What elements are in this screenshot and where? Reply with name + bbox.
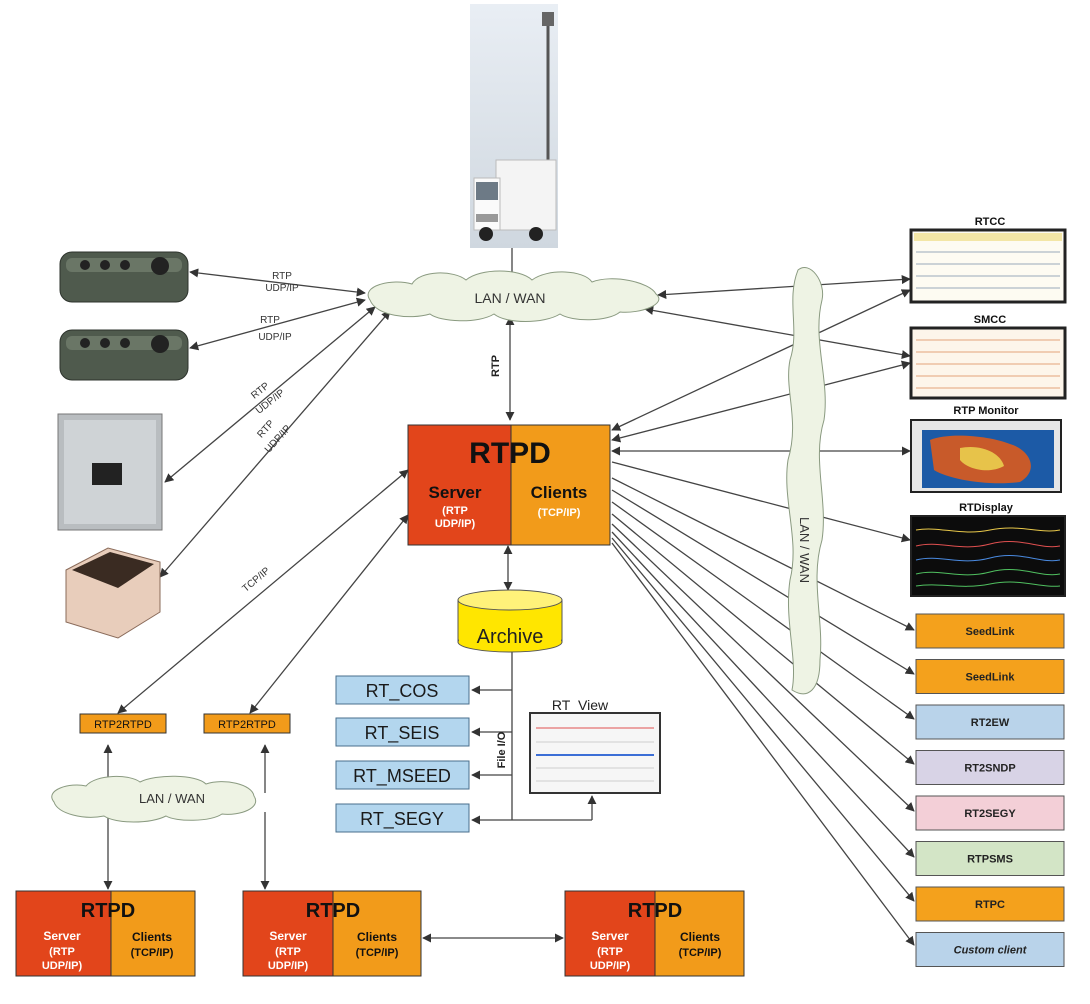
lan-wan-cloud-bottom: LAN / WAN [51, 775, 257, 823]
udp-label-1: UDP/IP [265, 283, 299, 294]
client-label-2: RT2EW [971, 717, 1010, 729]
rtpd-lower-2-clients: Clients [357, 930, 397, 944]
rtpd-lower-3-server-proto-2: UDP/IP) [590, 960, 631, 972]
client-label-7: Custom client [954, 945, 1028, 957]
client-box-3: RT2SNDP [915, 750, 1065, 785]
rt-view-title: RT_View [552, 697, 609, 713]
archive-tools: RT_COS RT_SEIS RT_MSEED RT_SEGY [335, 675, 470, 833]
digitizer-image-2 [59, 329, 189, 381]
rtp-vertical-label: RTP [490, 355, 502, 377]
rtpd-lower-2-clients-proto: (TCP/IP) [356, 947, 399, 959]
rtpd-lower-2-server-proto-1: (RTP [275, 946, 301, 958]
rtp2rtpd-node-2: RTP2RTPD [203, 713, 291, 734]
client-label-0: SeedLink [966, 626, 1016, 638]
rtpd-lower-3-server: Server [591, 929, 629, 943]
rtp2rtpd-node-1: RTP2RTPD [79, 713, 167, 734]
rtp2rtpd-label-1: RTP2RTPD [94, 719, 152, 731]
client-label-3: RT2SNDP [964, 763, 1015, 775]
client-label-1: SeedLink [966, 672, 1016, 684]
rtpd-lower-2-server-proto-2: UDP/IP) [268, 960, 309, 972]
rtpd-lower-1-server-proto-2: UDP/IP) [42, 960, 83, 972]
connection-lines [103, 248, 915, 946]
rtp2rtpd-label-2: RTP2RTPD [218, 719, 276, 731]
rtpd-lower-3-clients: Clients [680, 930, 720, 944]
client-list: SeedLinkSeedLinkRT2EWRT2SNDPRT2SEGYRTPSM… [915, 613, 1065, 967]
lan-wan-label: LAN / WAN [474, 290, 545, 306]
client-box-2: RT2EW [915, 704, 1065, 740]
window-rtdisplay-title: RTDisplay [959, 502, 1014, 514]
lan-wan-cloud-right: LAN / WAN [786, 267, 826, 695]
rtpd-main-clients-label: Clients [531, 483, 588, 502]
window-smcc-title: SMCC [974, 314, 1006, 326]
rtpd-main-title: RTPD [469, 437, 551, 470]
enclosure-image [57, 413, 163, 531]
rtpd-lower-1-title: RTPD [81, 900, 135, 922]
file-io-label: File I/O [496, 731, 508, 768]
rtpd-lower-1-server-proto-1: (RTP [49, 946, 75, 958]
rt-view-window: RT_View [529, 697, 661, 794]
client-label-5: RTPSMS [967, 854, 1013, 866]
lan-wan-vertical-label: LAN / WAN [797, 517, 812, 583]
rtpd-lower-3-clients-proto: (TCP/IP) [679, 947, 722, 959]
rtpd-main-server-proto-2: UDP/IP) [435, 518, 476, 530]
rtpd-lower-3-title: RTPD [628, 900, 682, 922]
client-box-5: RTPSMS [915, 841, 1065, 876]
archive-database: Archive [457, 589, 563, 653]
tool-rt-cos: RT_COS [366, 681, 439, 702]
window-rtp-monitor: RTP Monitor [910, 405, 1062, 493]
archive-label: Archive [477, 626, 544, 648]
rtpd-main-node: RTPD Server (RTP UDP/IP) Clients (TCP/IP… [407, 424, 611, 546]
rtpd-node-lower-3: RTPD Server (RTP UDP/IP) Clients (TCP/IP… [564, 890, 745, 977]
tool-rt-seis: RT_SEIS [365, 723, 440, 744]
client-box-0: SeedLink [915, 613, 1065, 649]
client-box-1: SeedLink [915, 659, 1065, 694]
client-box-4: RT2SEGY [915, 795, 1065, 831]
rtpd-lower-3-server-proto-1: (RTP [597, 946, 623, 958]
rtpd-lower-1-clients: Clients [132, 930, 172, 944]
client-box-7: Custom client [915, 932, 1065, 967]
client-label-6: RTPC [975, 899, 1005, 911]
tcp-ip-label: TCP/IP [241, 565, 273, 594]
rtpd-main-server-proto-1: (RTP [442, 505, 468, 517]
digitizer-image-1 [59, 251, 189, 303]
rtp-label-2: RTP [260, 315, 280, 326]
rtpd-lower-1-server: Server [43, 929, 81, 943]
udp-label-2: UDP/IP [258, 332, 292, 343]
mobile-station-truck-image [470, 4, 558, 248]
tool-rt-segy: RT_SEGY [360, 809, 444, 830]
window-rtdisplay: RTDisplay [910, 502, 1066, 597]
sensor-box-image [65, 547, 161, 639]
tool-rt-mseed: RT_MSEED [353, 766, 451, 787]
rtpd-lower-2-server: Server [269, 929, 307, 943]
lan-wan-cloud-top: LAN / WAN [367, 270, 660, 322]
rtpd-node-lower-1: RTPD Server (RTP UDP/IP) Clients (TCP/IP… [15, 890, 196, 977]
rtpd-node-lower-2: RTPD Server (RTP UDP/IP) Clients (TCP/IP… [242, 890, 422, 977]
client-label-4: RT2SEGY [964, 808, 1016, 820]
window-rtp-monitor-title: RTP Monitor [953, 405, 1019, 417]
client-box-6: RTPC [915, 886, 1065, 922]
lan-wan-bottom-label: LAN / WAN [139, 791, 205, 806]
window-smcc: SMCC [909, 314, 1067, 400]
rtp-label-1: RTP [272, 271, 292, 282]
rtpd-main-server-label: Server [429, 483, 482, 502]
rtpd-lower-2-title: RTPD [306, 900, 360, 922]
window-rtcc: RTCC [909, 216, 1067, 304]
rtpd-main-clients-proto: (TCP/IP) [538, 507, 581, 519]
rtpd-lower-1-clients-proto: (TCP/IP) [131, 947, 174, 959]
window-rtcc-title: RTCC [975, 216, 1006, 228]
